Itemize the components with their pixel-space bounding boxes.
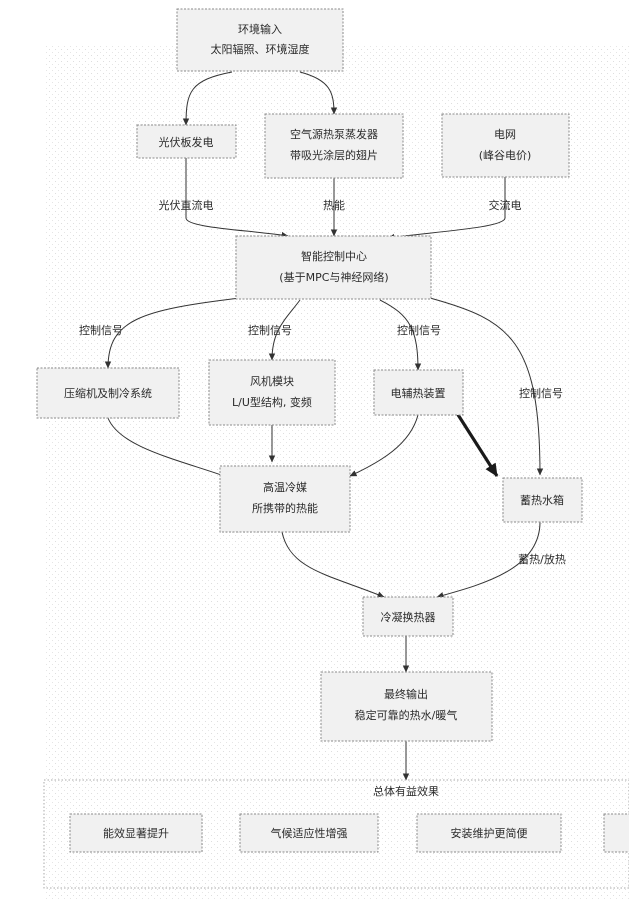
effect-item-label: 能效显著提升 xyxy=(103,826,169,840)
effect-item-label: 安装维护更简便 xyxy=(451,826,528,840)
refrigerant-subtitle: 所携带的热能 xyxy=(252,501,318,515)
env-input-subtitle: 太阳辐照、环境湿度 xyxy=(211,42,310,56)
label-control-2: 控制信号 xyxy=(248,323,292,337)
effect-item-clipped xyxy=(604,814,629,852)
aux-heater-title: 电辅热装置 xyxy=(391,386,446,400)
node-heat-pump: 空气源热泵蒸发器 带吸光涂层的翅片 xyxy=(265,114,403,178)
label-store-release: 蓄热/放热 xyxy=(518,552,566,566)
node-compressor: 压缩机及制冷系统 xyxy=(37,368,179,418)
grid-title: 电网 xyxy=(494,128,516,141)
node-aux-heater: 电辅热装置 xyxy=(374,370,463,415)
label-control-4: 控制信号 xyxy=(519,386,563,400)
env-input-title: 环境输入 xyxy=(238,22,282,36)
node-grid: 电网 (峰谷电价) xyxy=(442,114,569,177)
control-center-title: 智能控制中心 xyxy=(301,249,367,263)
condenser-title: 冷凝换热器 xyxy=(381,610,436,624)
refrigerant-title: 高温冷媒 xyxy=(263,480,307,494)
effect-item: 气候适应性增强 xyxy=(240,814,378,852)
node-refrigerant: 高温冷媒 所携带的热能 xyxy=(220,466,350,532)
node-pv: 光伏板发电 xyxy=(137,125,236,158)
label-pv-dc: 光伏直流电 xyxy=(159,198,214,212)
effect-item: 能效显著提升 xyxy=(70,814,202,852)
compressor-title: 压缩机及制冷系统 xyxy=(64,386,152,400)
output-title: 最终输出 xyxy=(384,687,428,701)
pv-title: 光伏板发电 xyxy=(159,135,214,149)
node-control-center: 智能控制中心 (基于MPC与神经网络) xyxy=(236,236,431,299)
effects-title: 总体有益效果 xyxy=(373,784,439,798)
heat-pump-title: 空气源热泵蒸发器 xyxy=(290,127,378,141)
grid-subtitle: (峰谷电价) xyxy=(479,149,532,162)
effect-item-label: 气候适应性增强 xyxy=(271,826,348,840)
output-subtitle: 稳定可靠的热水/暖气 xyxy=(355,708,458,722)
effect-item: 安装维护更简便 xyxy=(417,814,561,852)
fan-title: 风机模块 xyxy=(250,374,294,388)
node-fan: 风机模块 L/U型结构, 变频 xyxy=(209,360,335,425)
heat-pump-subtitle: 带吸光涂层的翅片 xyxy=(290,148,378,162)
fan-subtitle: L/U型结构, 变频 xyxy=(232,395,312,409)
tank-title: 蓄热水箱 xyxy=(520,493,564,507)
node-env-input: 环境输入 太阳辐照、环境湿度 xyxy=(177,9,343,71)
label-heat: 热能 xyxy=(323,198,345,212)
node-condenser: 冷凝换热器 xyxy=(363,597,453,636)
label-control-3: 控制信号 xyxy=(397,323,441,337)
label-ac: 交流电 xyxy=(489,198,522,212)
control-center-subtitle: (基于MPC与神经网络) xyxy=(279,270,388,284)
node-tank: 蓄热水箱 xyxy=(503,478,582,522)
node-output: 最终输出 稳定可靠的热水/暖气 xyxy=(321,672,492,741)
label-control-1: 控制信号 xyxy=(79,323,123,337)
